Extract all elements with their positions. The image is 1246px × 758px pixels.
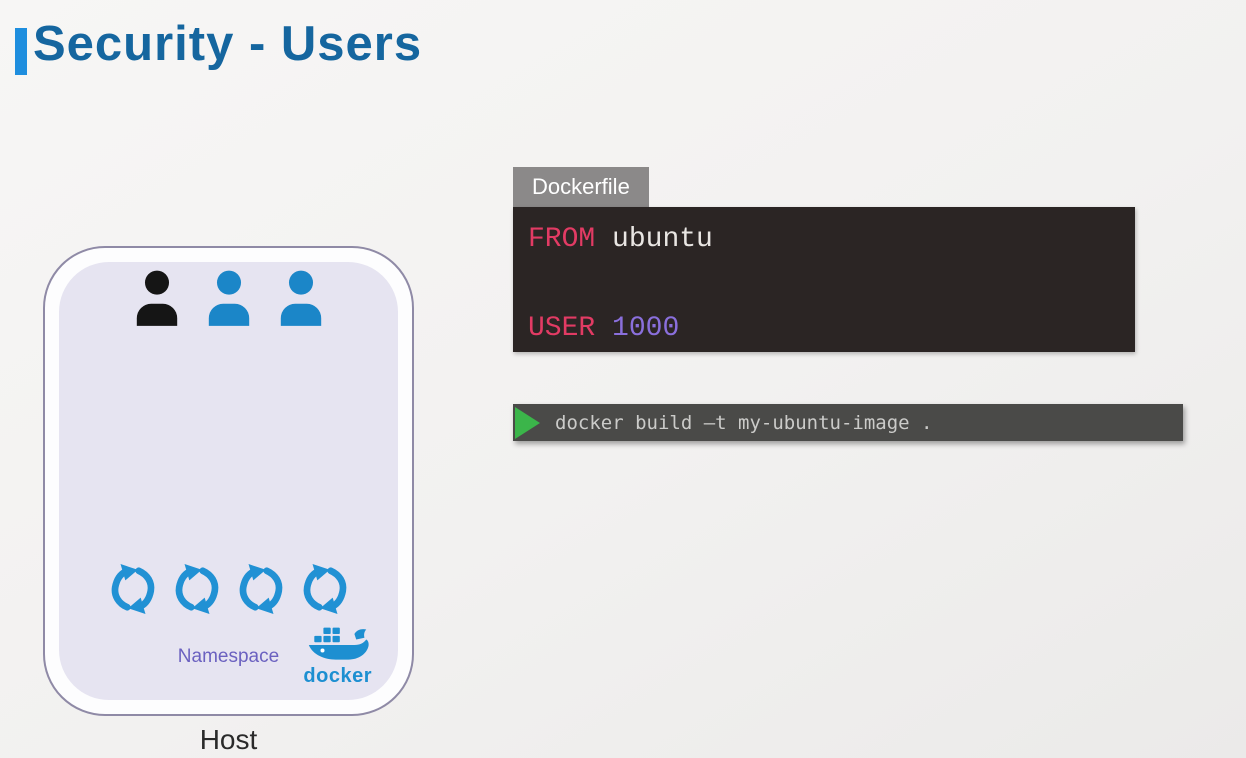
code-argument: ubuntu: [612, 224, 713, 255]
host-label: Host: [199, 724, 258, 755]
dockerfile-code-block: FROM ubuntu USER 1000: [513, 207, 1135, 352]
terminal-bar: docker build –t my-ubuntu-image .: [513, 404, 1183, 441]
docker-logo: docker: [303, 624, 372, 688]
process-sync-icon: [301, 562, 349, 616]
user-icon-black: [132, 269, 182, 327]
process-sync-icon: [173, 562, 221, 616]
code-line: USER 1000: [528, 313, 1135, 345]
terminal-command: docker build –t my-ubuntu-image .: [555, 411, 933, 434]
process-sync-icon: [237, 562, 285, 616]
dockerfile-tab: Dockerfile: [513, 167, 649, 207]
docker-whale-icon: [308, 627, 369, 660]
namespace-area: Namespace docker: [59, 262, 398, 700]
code-line: FROM ubuntu: [528, 224, 1135, 256]
user-icon-blue: [276, 269, 326, 327]
host-box: Namespace docker: [43, 246, 414, 716]
play-icon: [515, 406, 540, 439]
docker-wordmark: docker: [303, 665, 372, 687]
user-icon-blue: [204, 269, 254, 327]
users-row: [59, 269, 398, 327]
process-row: [59, 562, 398, 616]
code-keyword: USER: [528, 313, 596, 344]
code-argument: 1000: [612, 313, 680, 344]
title-accent-bar: [15, 28, 27, 75]
namespace-label: Namespace: [177, 646, 280, 667]
process-sync-icon: [109, 562, 157, 616]
page-title: Security - Users: [33, 17, 423, 71]
code-keyword: FROM: [528, 224, 596, 255]
